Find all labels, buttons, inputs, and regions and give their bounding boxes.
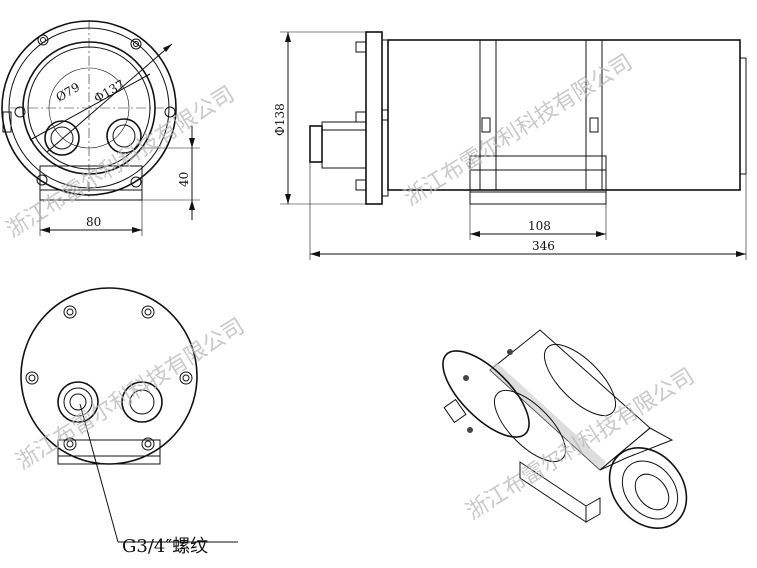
iso-cable-gland — [443, 398, 467, 424]
front-bolt-hole — [14, 106, 26, 118]
iso-rear-flange — [442, 350, 530, 438]
side-housing-body — [387, 39, 741, 191]
front-bolt-hole — [37, 34, 49, 46]
rear-bolt-hole — [179, 371, 193, 385]
side-bracket-width-label: 108 — [528, 219, 551, 233]
iso-clamp-rear — [544, 344, 616, 416]
isometric-view — [442, 329, 688, 529]
front-bolt-hole — [130, 176, 142, 188]
watermark-text: 浙江布雷尔利科技有限公司 — [462, 364, 699, 525]
side-clamp-left — [479, 39, 497, 191]
side-view: Φ138 108 346 — [273, 31, 747, 260]
front-base-bracket — [39, 165, 143, 201]
rear-bolt-hole — [141, 305, 155, 319]
front-bolt-hole — [164, 106, 176, 118]
rear-thread-label: G3/4″螺纹 — [122, 536, 208, 557]
front-bolt-hole — [130, 38, 142, 50]
rear-bolt-hole — [63, 305, 77, 319]
front-bolt-hole — [36, 174, 48, 186]
side-cable-gland — [309, 125, 323, 163]
iso-front-window — [608, 447, 688, 529]
side-clamp-right — [585, 39, 603, 191]
side-diameter-label: Φ138 — [273, 103, 287, 136]
front-side-lug — [2, 111, 12, 133]
front-port-left — [44, 120, 80, 156]
front-outer-diameter-label: Φ137 — [92, 77, 127, 105]
rear-bolt-hole — [25, 371, 39, 385]
rear-bolt-hole — [141, 437, 155, 451]
front-port-right — [106, 118, 142, 154]
iso-clamp-front — [494, 390, 566, 462]
side-bracket-base — [469, 169, 607, 205]
side-flange — [365, 31, 383, 205]
front-height-label: 40 — [177, 172, 191, 187]
front-inner-diameter-label: Ø79 — [54, 80, 83, 105]
watermark-text: 浙江布雷尔利科技有限公司 — [12, 314, 249, 475]
rear-blind-plug — [121, 381, 163, 423]
watermark-text: 浙江布雷尔利科技有限公司 — [2, 82, 239, 243]
rear-plate — [20, 287, 198, 465]
rear-bolt-hole — [63, 437, 77, 451]
side-total-length-label: 346 — [532, 239, 555, 253]
front-width-label: 80 — [86, 215, 101, 229]
rear-cable-gland — [57, 381, 99, 423]
rear-view: G3/4″螺纹 — [20, 287, 238, 557]
